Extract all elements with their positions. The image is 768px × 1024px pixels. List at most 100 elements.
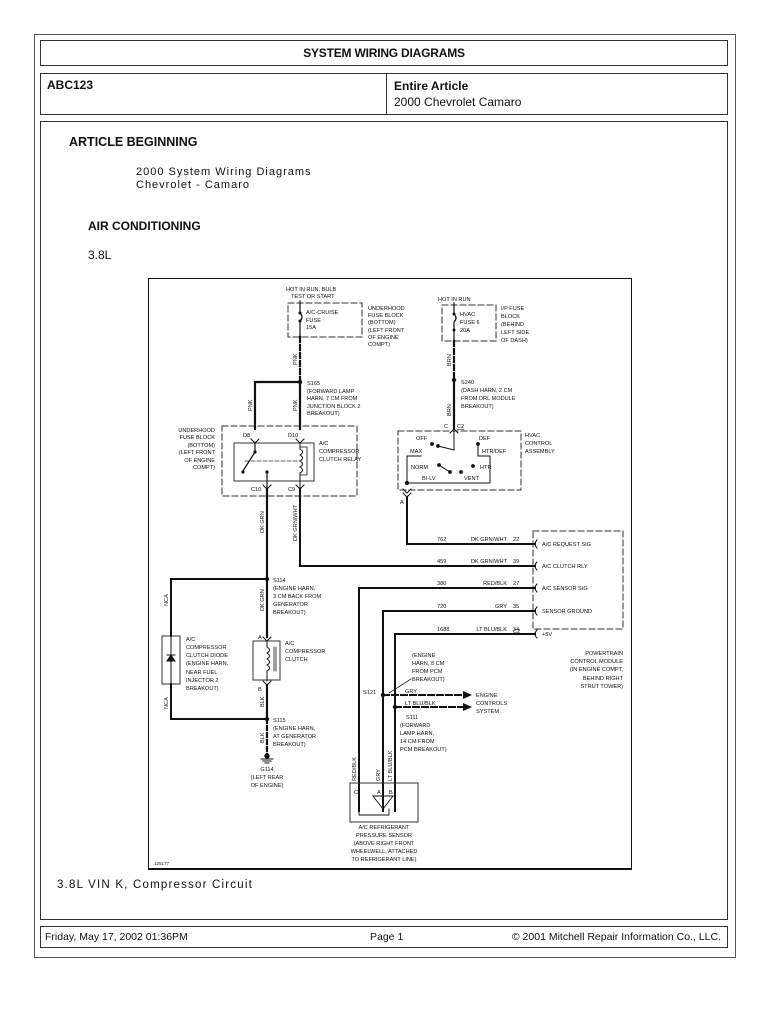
svg-text:CONTROL MODULE: CONTROL MODULE bbox=[570, 659, 623, 665]
svg-text:MAX: MAX bbox=[410, 449, 422, 455]
svg-text:BREAKOUT): BREAKOUT) bbox=[307, 411, 340, 417]
section-heading: AIR CONDITIONING bbox=[88, 219, 201, 233]
print-timestamp: Friday, May 17, 2002 01:36PM bbox=[45, 931, 188, 943]
s165-label: S165 bbox=[307, 381, 320, 387]
pcm-circuit-number: 380 bbox=[437, 581, 446, 587]
svg-text:(FORWARD: (FORWARD bbox=[400, 723, 430, 729]
svg-text:B: B bbox=[258, 687, 262, 693]
fuse-hvac-label: HVAC bbox=[460, 312, 475, 318]
ip-fuse-block-label: I/P FUSE bbox=[501, 306, 524, 312]
svg-text:D10: D10 bbox=[288, 433, 298, 439]
svg-text:RED/BLK: RED/BLK bbox=[352, 757, 358, 781]
svg-text:PRESSURE SENSOR: PRESSURE SENSOR bbox=[356, 833, 412, 839]
svg-text:STRUT TOWER): STRUT TOWER) bbox=[580, 684, 623, 690]
svg-text:OF DASH): OF DASH) bbox=[501, 338, 528, 344]
svg-text:CLUTCH DIODE: CLUTCH DIODE bbox=[186, 653, 228, 659]
svg-text:FUSE BLOCK: FUSE BLOCK bbox=[368, 313, 404, 319]
pcm-circuit-number: 459 bbox=[437, 559, 446, 565]
arrow-right-icon bbox=[463, 691, 472, 699]
intro-line-2: Chevrolet - Camaro bbox=[136, 179, 250, 191]
wire-dk-grn-wht-762 bbox=[406, 496, 536, 545]
pcm-wire-color: RED/BLK bbox=[483, 581, 507, 587]
svg-text:BLK: BLK bbox=[260, 696, 266, 707]
svg-text:VENT: VENT bbox=[464, 476, 480, 482]
hot-run-bulb-label-2: TEST OR START bbox=[291, 294, 335, 300]
pcm-pin-number: 35 bbox=[513, 604, 519, 610]
hvac-control-outline bbox=[397, 430, 522, 491]
svg-text:B: B bbox=[389, 790, 393, 796]
wiring-diagram-svg: HOT IN RUN, BULB TEST OR START A/C-CRUIS… bbox=[154, 287, 624, 866]
pcm-wire-color: GRY bbox=[495, 604, 507, 610]
ip-fuse-block-outline bbox=[441, 304, 497, 342]
figure-caption: 3.8L VIN K, Compressor Circuit bbox=[57, 879, 253, 891]
s115-label: S115 bbox=[273, 718, 286, 724]
svg-text:LT BLU/BLK: LT BLU/BLK bbox=[405, 701, 436, 707]
svg-text:BREAKOUT): BREAKOUT) bbox=[186, 686, 219, 692]
svg-text:(ABOVE RIGHT FRONT: (ABOVE RIGHT FRONT bbox=[354, 841, 415, 847]
section-title: Entire Article bbox=[394, 79, 469, 93]
fuse-hvac-icon bbox=[453, 302, 457, 342]
pcm-label: POWERTRAIN bbox=[585, 651, 623, 657]
svg-text:(FORWARD LAMP: (FORWARD LAMP bbox=[307, 389, 355, 395]
svg-text:HARN, 8 CM: HARN, 8 CM bbox=[412, 661, 445, 667]
svg-text:20A: 20A bbox=[460, 328, 470, 334]
svg-text:BRN: BRN bbox=[447, 354, 453, 366]
svg-text:BREAKOUT): BREAKOUT) bbox=[273, 742, 306, 748]
pressure-sensor-icon bbox=[358, 788, 394, 816]
pcm-pin-terminal-icon bbox=[534, 561, 538, 571]
svg-text:BI-LV: BI-LV bbox=[422, 476, 436, 482]
pcm-pin-number: 22 bbox=[513, 537, 519, 543]
svg-text:BLK: BLK bbox=[260, 732, 266, 743]
figure-number: 125177 bbox=[154, 861, 170, 866]
svg-text:DK GRN: DK GRN bbox=[260, 589, 266, 611]
svg-text:HTR/DEF: HTR/DEF bbox=[482, 449, 507, 455]
svg-text:(LEFT REAR: (LEFT REAR bbox=[251, 775, 284, 781]
svg-text:FUSE 6: FUSE 6 bbox=[460, 320, 480, 326]
clutch-diode-label: A/C bbox=[186, 637, 195, 643]
relay-resistor-icon bbox=[299, 446, 308, 476]
intro-line-1: 2000 System Wiring Diagrams bbox=[136, 166, 312, 178]
svg-text:COMPRESSOR: COMPRESSOR bbox=[186, 645, 226, 651]
pcm-pin-number: 39 bbox=[513, 559, 519, 565]
svg-text:NCA: NCA bbox=[164, 594, 170, 606]
svg-text:BLOCK: BLOCK bbox=[501, 314, 520, 320]
pressure-sensor-body bbox=[349, 782, 419, 823]
svg-text:OF ENGINE): OF ENGINE) bbox=[251, 783, 284, 789]
page-number: Page 1 bbox=[370, 931, 404, 943]
svg-text:CONTROL: CONTROL bbox=[525, 441, 552, 447]
svg-text:BEHIND RIGHT: BEHIND RIGHT bbox=[583, 676, 624, 682]
svg-text:A: A bbox=[377, 790, 381, 796]
svg-text:FROM DRL MODULE: FROM DRL MODULE bbox=[461, 396, 516, 402]
svg-text:(DASH HARN, 2 CM: (DASH HARN, 2 CM bbox=[461, 388, 513, 394]
engine-controls-label: ENGINE bbox=[476, 693, 498, 699]
arrow-right-icon bbox=[463, 703, 472, 711]
pcm-pin-number: 27 bbox=[513, 581, 519, 587]
hvac-mode-switch-icon bbox=[404, 430, 491, 486]
svg-text:A: A bbox=[258, 635, 262, 641]
svg-text:BREAKOUT): BREAKOUT) bbox=[273, 610, 306, 616]
sensor-label: A/C REFRIGERANT bbox=[359, 825, 411, 831]
pcm-pin-function: SENSOR GROUND bbox=[542, 609, 592, 615]
svg-text:OF ENGINE: OF ENGINE bbox=[368, 335, 399, 341]
wire-red-blk-380 bbox=[358, 587, 536, 812]
wire-pnk-to-d8 bbox=[253, 380, 302, 431]
svg-text:COMPRESSOR: COMPRESSOR bbox=[319, 449, 359, 455]
wiring-diagram: HOT IN RUN, BULB TEST OR START A/C-CRUIS… bbox=[148, 278, 632, 870]
pcm-pin-number: 34 bbox=[513, 627, 519, 633]
svg-text:C: C bbox=[354, 790, 358, 796]
svg-text:NCA: NCA bbox=[164, 697, 170, 709]
pcm-wire-color: DK GRN/WHT bbox=[471, 537, 508, 543]
svg-text:CLUTCH: CLUTCH bbox=[285, 657, 308, 663]
engine-label: 3.8L bbox=[88, 248, 112, 262]
content-area bbox=[40, 121, 728, 920]
svg-text:(BOTTOM): (BOTTOM) bbox=[368, 320, 396, 326]
svg-text:GRY: GRY bbox=[405, 689, 417, 695]
svg-text:PNK: PNK bbox=[293, 399, 299, 411]
relay-body bbox=[233, 442, 315, 482]
svg-text:NORM: NORM bbox=[411, 465, 428, 471]
svg-text:ASSEMBLY: ASSEMBLY bbox=[525, 449, 555, 455]
svg-text:(LEFT FRONT: (LEFT FRONT bbox=[179, 450, 216, 456]
s121-note: (ENGINE bbox=[412, 653, 436, 659]
pcm-pin-function: A/C REQUEST SIG bbox=[542, 542, 591, 548]
svg-text:C: C bbox=[444, 424, 448, 430]
